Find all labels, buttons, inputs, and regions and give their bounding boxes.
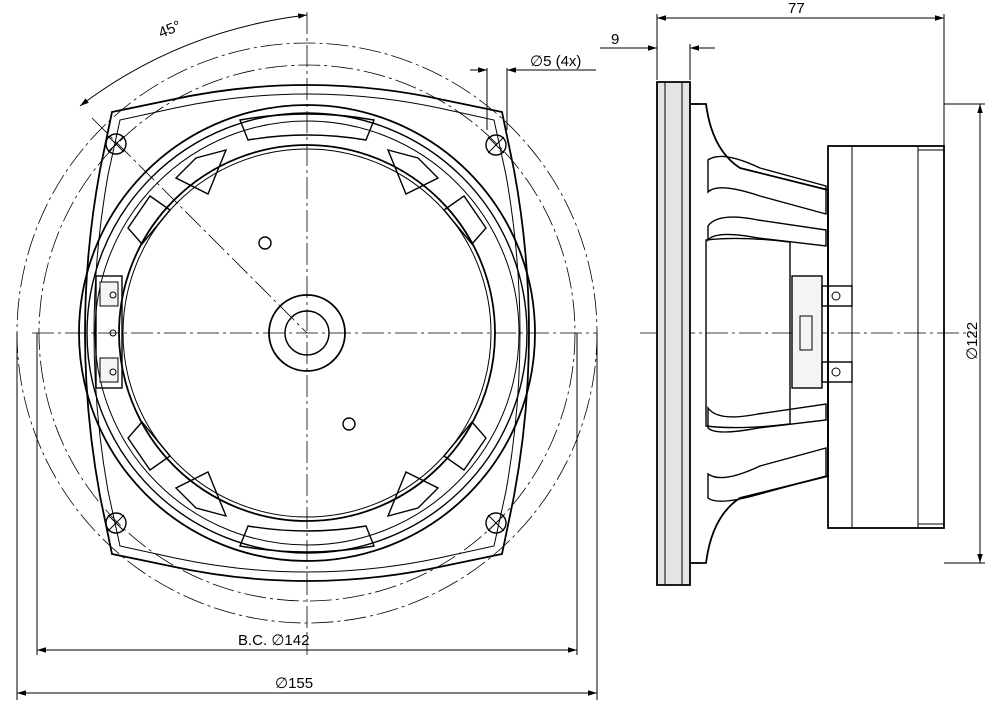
basket-ring-3: [94, 120, 520, 546]
side-view: 77 9 ∅122: [600, 0, 985, 586]
side-terminals: [791, 275, 853, 389]
side-magnet: [827, 145, 945, 529]
dust-cap-outer: [268, 294, 346, 372]
side-basket-arms: [705, 155, 827, 502]
bolt-circle-label: B.C. ∅142: [238, 632, 309, 649]
side-flange: [656, 81, 691, 586]
angle-label: 45°: [156, 17, 183, 41]
front-view: 45° ∅5 (4x) B.C. ∅142 ∅155: [16, 12, 598, 700]
frame-inner-edge: [93, 93, 521, 573]
mounting-hole-bl: [105, 512, 127, 534]
terminal-block-front: [95, 275, 123, 389]
cone-hole-upper: [258, 236, 272, 250]
angle-arc: [79, 13, 308, 107]
mounting-hole-tr: [485, 134, 507, 156]
diagonal-45-line: [91, 117, 308, 334]
basket-ring-outer: [78, 104, 536, 562]
frame-outline: [84, 84, 530, 582]
cone-surround: [118, 144, 496, 522]
basket-ring-2: [86, 112, 528, 554]
mounting-hole-br: [485, 512, 507, 534]
dust-cap-inner: [284, 310, 330, 356]
cone-edge: [122, 148, 492, 518]
hole-diameter-label: ∅5 (4x): [530, 53, 581, 70]
mounting-hole-tl: [105, 133, 127, 155]
depth-label: 77: [788, 0, 805, 17]
cone-hole-lower: [342, 417, 356, 431]
magnet-diameter-label: ∅122: [964, 322, 981, 360]
outer-diameter-label: ∅155: [275, 675, 313, 692]
flange-label: 9: [611, 31, 619, 48]
